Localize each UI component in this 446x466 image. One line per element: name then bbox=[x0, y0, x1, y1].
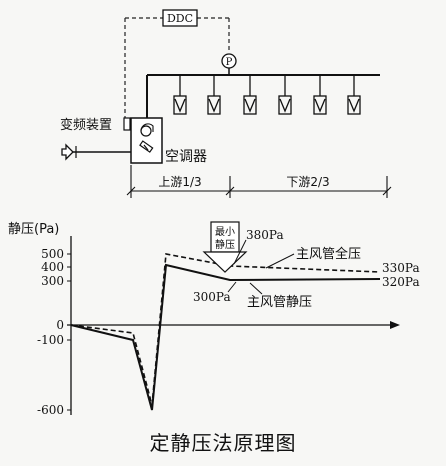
terminal-unit-icon bbox=[173, 75, 187, 115]
static-pressure-line bbox=[70, 263, 381, 411]
annotation-300pa: 300Pa bbox=[193, 290, 231, 304]
ahu-label: 空调器 bbox=[165, 149, 207, 165]
min-static-callout bbox=[210, 221, 240, 253]
y-tick-label: -100 bbox=[37, 333, 64, 347]
ddc-label: DDC bbox=[167, 12, 193, 25]
pressure-sensor-label: P bbox=[226, 57, 233, 68]
annotation-320pa: 320Pa bbox=[382, 275, 420, 289]
ahu-box bbox=[130, 117, 163, 164]
terminal-unit-icon bbox=[313, 75, 327, 115]
y-axis-label: 静压(Pa) bbox=[8, 222, 59, 237]
terminal-unit-icon bbox=[278, 75, 292, 115]
control-wiring bbox=[124, 17, 230, 118]
annotation-330pa: 330Pa bbox=[382, 261, 420, 275]
section-dimension bbox=[126, 165, 392, 198]
min-static-arrow-icon bbox=[202, 251, 248, 273]
figure-caption: 定静压法原理图 bbox=[149, 431, 297, 455]
annotation-380pa: 380Pa bbox=[246, 228, 284, 242]
y-tick-label: 500 bbox=[41, 247, 64, 261]
y-tick-label: 0 bbox=[56, 318, 64, 332]
callout-line-1: 最小 bbox=[215, 226, 235, 238]
pressure-sensor-icon bbox=[221, 53, 237, 69]
vfd-label: 变频装置 bbox=[60, 117, 112, 133]
y-ticks bbox=[67, 253, 71, 411]
terminal-units bbox=[173, 75, 361, 115]
coil-icon bbox=[139, 140, 154, 153]
vfd-icon bbox=[123, 117, 131, 131]
downstream-label: 下游2/3 bbox=[286, 175, 329, 189]
terminal-unit-icon bbox=[207, 75, 221, 115]
annotation-total-pressure: 主风管全压 bbox=[296, 246, 361, 262]
y-tick-label: 400 bbox=[41, 260, 64, 274]
total-pressure-line bbox=[70, 253, 381, 406]
y-tick-label: 300 bbox=[41, 274, 64, 288]
annotation-static-pressure: 主风管静压 bbox=[247, 295, 312, 310]
static-pressure-diagram: DDC P 空调器 变频装置 上游1/3 下游2/3 bbox=[8, 9, 420, 417]
x-axis-arrow-icon bbox=[390, 321, 400, 329]
terminal-unit-icon bbox=[243, 75, 257, 115]
y-tick-label: -600 bbox=[37, 403, 64, 417]
terminal-unit-icon bbox=[347, 75, 361, 115]
upstream-label: 上游1/3 bbox=[158, 175, 201, 189]
air-inlet-arrow-icon bbox=[61, 143, 74, 161]
ddc-box bbox=[162, 9, 198, 27]
callout-line-2: 静压 bbox=[215, 238, 235, 251]
